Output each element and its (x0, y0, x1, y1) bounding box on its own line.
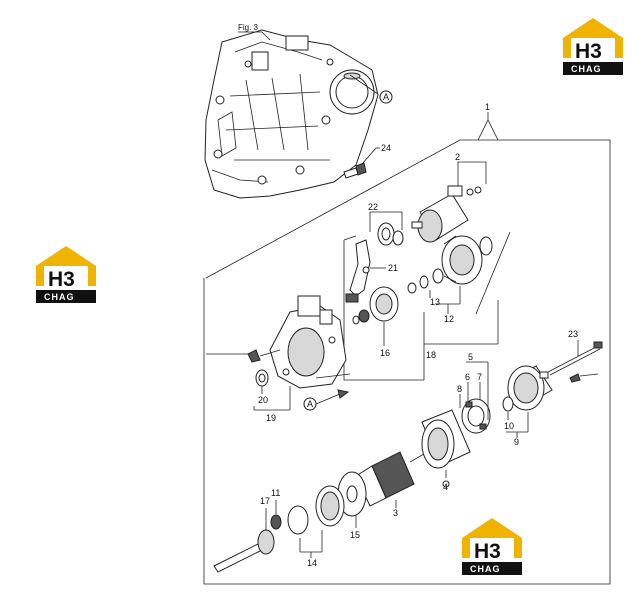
part-9-rear-cover (507, 365, 553, 411)
part-drive-end-housing (269, 295, 347, 389)
callout-21: 21 (388, 263, 398, 273)
callout-3: 3 (393, 508, 398, 518)
watermark-tagline: CHAG (571, 64, 602, 74)
part-drive-end-bolt (247, 349, 281, 363)
callout-4: 4 (443, 482, 448, 492)
reference-marker-bottom (303, 397, 317, 411)
callout-6: 6 (465, 372, 470, 382)
callout-1: 1 (485, 102, 490, 112)
callout-19: 19 (266, 413, 276, 423)
watermark-logo-top-right: H3 CHAG (563, 18, 623, 75)
figure-label: Fig. 3 (238, 23, 259, 32)
flywheel-housing (204, 29, 379, 199)
watermark-logo-left: H3 CHAG (36, 246, 96, 303)
callout-12: 12 (444, 314, 454, 324)
reference-label-bottom: A (307, 399, 313, 409)
part-13-washers (407, 268, 444, 294)
callout-20: 20 (258, 395, 268, 405)
callout-2: 2 (455, 152, 460, 162)
part-4-yoke (421, 409, 471, 488)
watermark-tagline: CHAG (470, 564, 501, 574)
part-2-solenoid (411, 185, 482, 243)
callout-24: 24 (381, 143, 391, 153)
watermark-letters: H3 (48, 268, 75, 291)
callout-15: 15 (350, 530, 360, 540)
part-21-shift-lever (345, 239, 371, 303)
part-10-bushing (502, 396, 514, 412)
part-cover-screw (569, 373, 599, 383)
part-17-pinion-shaft (213, 514, 282, 573)
reference-label-top: A (383, 92, 389, 102)
part-23-through-bolt (547, 341, 603, 376)
part-24-bolt (343, 147, 380, 179)
part-12-gear-housing (441, 235, 493, 285)
callout-22: 22 (368, 202, 378, 212)
watermark-logo-bottom: H3 CHAG (462, 518, 522, 575)
callout-8: 8 (457, 384, 462, 394)
reference-marker-top (379, 90, 393, 104)
callout-17: 17 (260, 496, 270, 506)
watermark-letters: H3 (575, 40, 602, 63)
callout-18: 18 (426, 350, 436, 360)
callout-14: 14 (307, 558, 317, 568)
callout-13: 13 (430, 297, 440, 307)
callout-10: 10 (504, 421, 514, 431)
part-5-brush-holder (461, 398, 491, 434)
watermark-letters: H3 (474, 540, 501, 563)
callout-7: 7 (477, 372, 482, 382)
part-14-internal-gear (287, 485, 345, 535)
callout-5: 5 (468, 352, 473, 362)
callout-16: 16 (380, 348, 390, 358)
part-20-bushing (255, 369, 269, 387)
part-15-plate (337, 471, 367, 517)
callout-9: 9 (514, 437, 519, 447)
callout-11: 11 (271, 488, 280, 498)
watermark-tagline: CHAG (44, 292, 75, 302)
part-16-pinion-clutch (352, 286, 399, 325)
callout-23: 23 (568, 329, 578, 339)
part-22-washer (377, 222, 404, 246)
